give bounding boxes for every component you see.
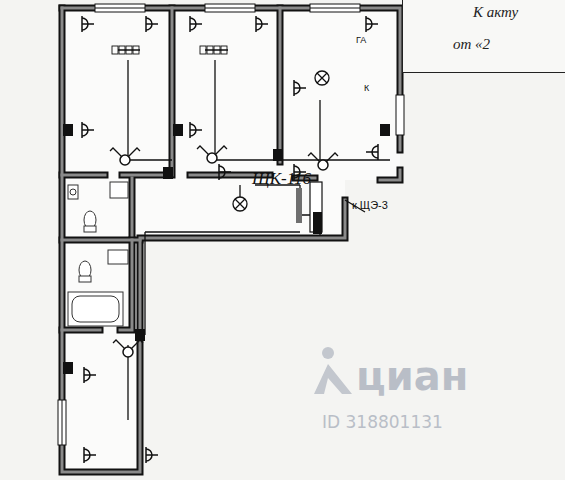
device-mark: ГА	[356, 36, 366, 45]
switch-symbol	[197, 146, 227, 163]
switch-symbol	[113, 340, 143, 357]
sanitary-fixtures	[68, 182, 128, 326]
junction-box	[273, 149, 283, 161]
lamp-symbol	[315, 71, 329, 85]
electrical-symbols	[63, 16, 390, 463]
socket-symbol	[366, 16, 378, 32]
socket-symbol	[84, 447, 96, 463]
socket-symbol	[190, 122, 202, 138]
socket-symbol	[82, 122, 94, 138]
stamp-text: от «2	[453, 36, 490, 53]
walls	[62, 8, 400, 472]
socket-symbol	[146, 447, 158, 463]
socket-symbol	[146, 16, 158, 32]
socket-symbol	[82, 16, 94, 32]
switch-symbol	[110, 148, 140, 165]
socket-symbol	[256, 16, 268, 32]
windows	[58, 4, 404, 445]
panel-label: ЩК-116	[252, 170, 311, 187]
stamp-text: К акту	[473, 4, 518, 21]
switch-symbol	[308, 153, 338, 170]
light-fitting	[200, 46, 227, 54]
light-fitting	[112, 46, 139, 54]
junction-box	[63, 124, 73, 136]
flat-floor	[62, 8, 400, 472]
socket-symbol	[294, 80, 306, 96]
feeder-label: к ЩЭ-3	[352, 200, 388, 211]
junction-box	[63, 362, 73, 374]
watermark: циан	[356, 356, 468, 396]
socket-symbol	[219, 164, 231, 180]
junction-box	[163, 167, 173, 179]
distribution-panel	[296, 182, 322, 234]
device-mark: К	[364, 84, 369, 93]
junction-box	[380, 124, 390, 136]
watermark-logo	[314, 347, 352, 394]
socket-symbol	[190, 16, 202, 32]
watermark-id: ID 318801131	[322, 414, 443, 431]
stamp-box: К акту от «2	[402, 0, 565, 73]
socket-symbol	[84, 367, 96, 383]
lamp-symbol	[233, 197, 247, 211]
socket-symbol	[366, 144, 378, 160]
cable-runs	[118, 50, 390, 420]
junction-box	[173, 124, 183, 136]
